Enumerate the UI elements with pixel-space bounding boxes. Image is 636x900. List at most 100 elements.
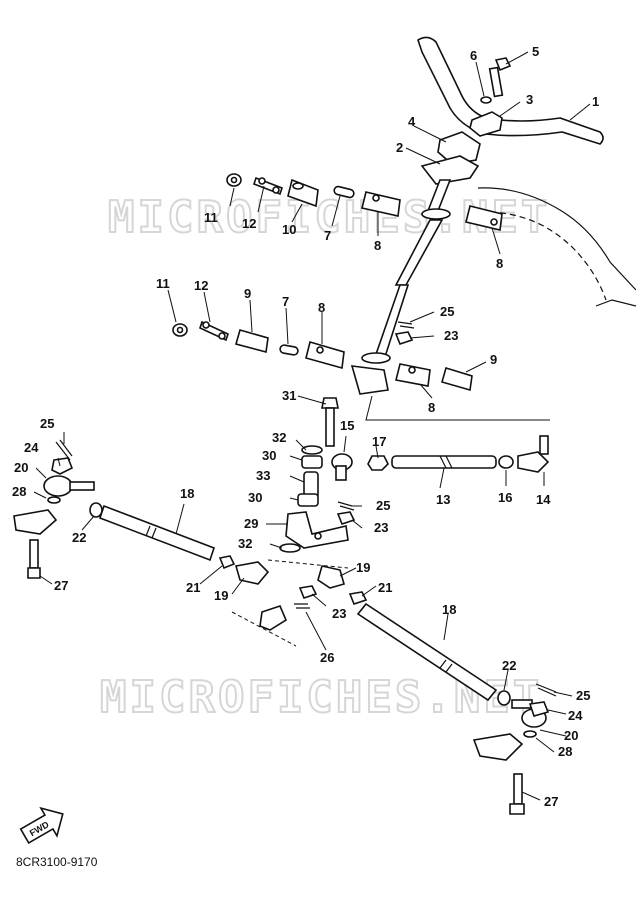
nut-21-right [348, 591, 368, 605]
bolt-27-left [27, 539, 41, 579]
callout-23-upper: 23 [444, 328, 458, 343]
nut-23-lower [298, 585, 318, 599]
callout-20-left: 20 [14, 460, 28, 475]
callout-11-lower: 11 [156, 276, 170, 291]
bolt-5 [488, 57, 512, 98]
callout-19-right: 19 [356, 560, 370, 575]
callout-25-upper: 25 [440, 304, 454, 319]
nut-23-upper [394, 331, 414, 345]
callout-33: 33 [256, 468, 270, 483]
relay-arm-29 [285, 511, 349, 549]
callout-2: 2 [396, 140, 403, 155]
callout-17: 17 [372, 434, 386, 449]
diagram-code: 8CR3100-9170 [16, 855, 98, 869]
link-12-lower [199, 320, 229, 342]
callout-22-right: 22 [502, 658, 516, 673]
bushing-30-lower [297, 493, 319, 507]
callout-21-left: 21 [186, 580, 200, 595]
washer-32-lower [279, 543, 301, 553]
callout-31: 31 [282, 388, 296, 403]
callout-8-right: 8 [428, 400, 435, 415]
callout-4: 4 [408, 114, 416, 129]
callout-10: 10 [282, 222, 296, 237]
guide-line-center [267, 559, 349, 569]
callout-9-right: 9 [490, 352, 497, 367]
bracket-8-upper [361, 191, 401, 217]
callout-18-right: 18 [442, 602, 456, 617]
callout-25-left: 25 [40, 416, 54, 431]
callout-27-left: 27 [54, 578, 68, 593]
callout-25-mid: 25 [376, 498, 390, 513]
callout-23-mid: 23 [374, 520, 388, 535]
callout-24-left: 24 [24, 440, 39, 455]
callout-32-upper: 32 [272, 430, 286, 445]
bushing-30-upper [301, 455, 323, 469]
callout-7-upper: 7 [324, 228, 331, 243]
callout-6: 6 [470, 48, 477, 63]
callout-11-upper: 11 [204, 210, 218, 225]
callout-16: 16 [498, 490, 512, 505]
collar-10 [287, 178, 319, 208]
callout-26: 26 [320, 650, 334, 665]
frame-outline [477, 187, 636, 307]
nut-11-lower [172, 323, 188, 337]
nut-24-right [528, 701, 550, 717]
fwd-arrow-icon: FWD [19, 806, 64, 845]
cotter-pin-25-lower [294, 603, 310, 609]
locknut-16 [498, 455, 514, 469]
bracket-8-right [395, 363, 431, 387]
callout-12-lower: 12 [194, 278, 208, 293]
link-12-upper [252, 176, 284, 196]
washer-6 [480, 96, 492, 104]
tie-rod-end-20-left [43, 475, 95, 497]
handlebar-holder-lower [437, 131, 481, 165]
knuckle-arm-right [472, 733, 524, 761]
bracket-guide-line [365, 395, 550, 421]
ball-joint-14 [517, 435, 550, 473]
pitman-arm [350, 365, 389, 395]
callout-9-left: 9 [244, 286, 251, 301]
handlebar-holder-upper [469, 111, 503, 137]
callout-8-upper: 8 [374, 238, 381, 253]
steering-column [361, 179, 452, 364]
callout-32-lower: 32 [238, 536, 252, 551]
tie-rod-18-right [356, 602, 498, 702]
ball-joint-19-right [317, 565, 345, 589]
callout-30-lower: 30 [248, 490, 262, 505]
ball-joint-19-left [234, 561, 270, 585]
callout-12-upper: 12 [242, 216, 256, 231]
callout-8-lower: 8 [318, 300, 325, 315]
callout-22-left: 22 [72, 530, 86, 545]
nut-17 [367, 455, 389, 471]
nut-23-mid [336, 511, 356, 525]
locknut-22-right [497, 690, 511, 706]
callout-15: 15 [340, 418, 354, 433]
callout-3: 3 [526, 92, 533, 107]
callout-28-right: 28 [558, 744, 572, 759]
callout-8-frame: 8 [496, 256, 503, 271]
collar-9-right [441, 366, 473, 392]
tie-rod-13 [391, 455, 497, 469]
knuckle-arm-left [13, 509, 58, 535]
guide-line-lower-left [231, 611, 297, 647]
collar-9-left [235, 329, 269, 354]
callout-23-lower: 23 [332, 606, 346, 621]
cotter-pin-25-upper [397, 321, 415, 329]
handlebar [417, 36, 604, 145]
cotter-pin-25-left [55, 439, 73, 461]
callout-19-left: 19 [214, 588, 228, 603]
cotter-pin-25-right [535, 683, 557, 697]
callout-5: 5 [532, 44, 539, 59]
bracket-8-frame [465, 205, 503, 231]
callout-30-upper: 30 [262, 448, 276, 463]
nut-21-left [218, 555, 236, 570]
callout-29: 29 [244, 516, 258, 531]
callout-28-left: 28 [12, 484, 26, 499]
washer-28-left [47, 496, 61, 504]
bolt-31 [321, 397, 339, 447]
callouts: 1 2 3 4 5 6 7 7 8 8 8 8 9 9 10 11 11 12 … [12, 44, 599, 809]
callout-13: 13 [436, 492, 450, 507]
washer-32-upper [301, 445, 323, 455]
leader-lines [33, 51, 591, 801]
